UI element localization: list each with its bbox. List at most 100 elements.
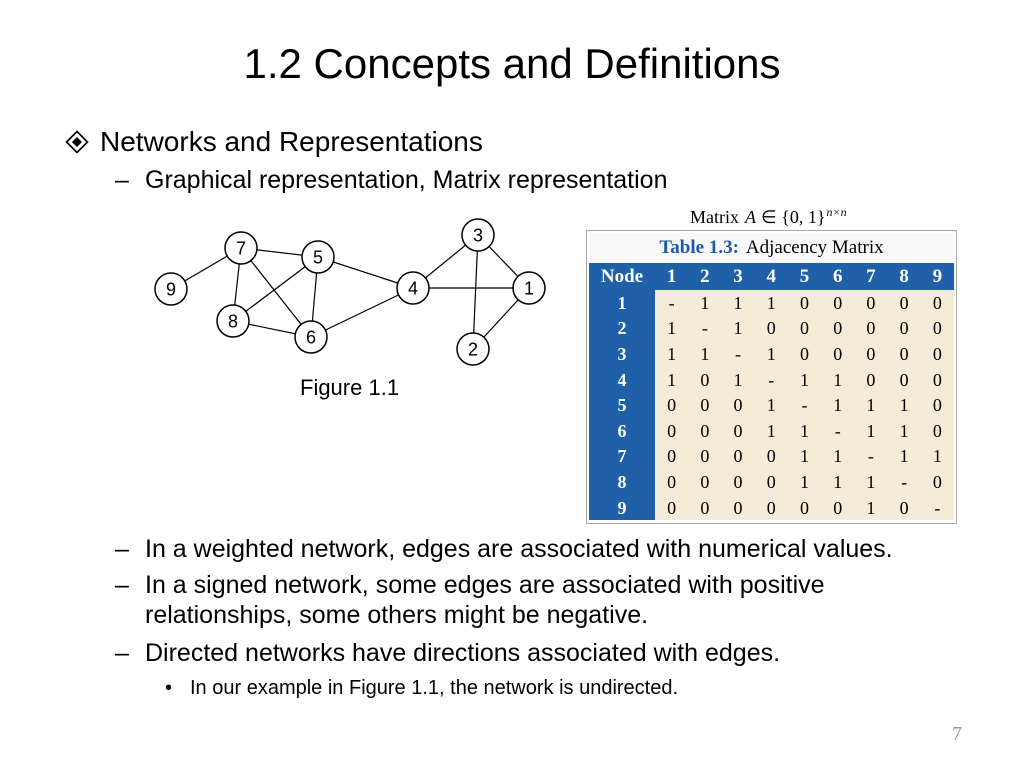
matrix-cell: 0 bbox=[887, 366, 921, 393]
bullet-text: Networks and Representations bbox=[100, 126, 483, 157]
sub-bullet-signed: – In a signed network, some edges are as… bbox=[115, 570, 825, 630]
matrix-cell: 0 bbox=[655, 392, 689, 418]
dot-marker: • bbox=[165, 677, 173, 699]
node-circle bbox=[224, 231, 258, 265]
text-line: Directed networks have directions associ… bbox=[145, 639, 781, 667]
matrix-cell: - bbox=[688, 315, 722, 342]
node-1: 1 bbox=[512, 271, 546, 305]
matrix-cell: - bbox=[721, 341, 755, 367]
matrix-cell: 0 bbox=[721, 417, 755, 444]
matrix-cell: - bbox=[887, 469, 921, 495]
matrix-caption-set: ∈ {0, 1} bbox=[761, 207, 826, 227]
matrix-cell: 0 bbox=[688, 392, 722, 418]
matrix-caption-exponent: n×n bbox=[826, 205, 847, 219]
matrix-cell: 0 bbox=[787, 494, 822, 521]
table-title-row: Table 1.3:Adjacency Matrix bbox=[589, 233, 954, 263]
matrix-cell: 0 bbox=[787, 315, 822, 342]
sub-bullet-text: Directed networks have directions associ… bbox=[145, 638, 780, 668]
matrix-cell: 1 bbox=[754, 290, 788, 316]
matrix-cell: - bbox=[854, 443, 888, 470]
matrix-cell: 0 bbox=[787, 341, 822, 367]
node-7: 7 bbox=[224, 231, 258, 265]
matrix-cell: 1 bbox=[754, 392, 788, 418]
matrix-header-col: 6 bbox=[832, 266, 843, 287]
matrix-cell: 0 bbox=[754, 494, 788, 521]
matrix-cell: 1 bbox=[721, 290, 755, 316]
matrix-cell: 1 bbox=[655, 366, 689, 393]
matrix-cell: 1 bbox=[655, 341, 689, 367]
dash-marker: – bbox=[115, 535, 129, 563]
matrix-cell: 0 bbox=[721, 469, 755, 495]
node-label: 6 bbox=[306, 327, 316, 347]
matrix-cell: - bbox=[754, 366, 788, 393]
matrix-cell: 0 bbox=[920, 417, 954, 444]
node-circle bbox=[154, 272, 188, 306]
matrix-cell: 0 bbox=[655, 494, 689, 521]
matrix-cell: 1 bbox=[887, 443, 921, 470]
matrix-cell: 0 bbox=[920, 290, 954, 316]
matrix-cell: 0 bbox=[655, 443, 689, 470]
matrix-cell: 1 bbox=[655, 315, 689, 342]
matrix-cell: 0 bbox=[821, 315, 855, 342]
matrix-cell: 0 bbox=[854, 315, 888, 342]
matrix-cell: 1 bbox=[721, 366, 755, 393]
matrix-cell: 0 bbox=[721, 443, 755, 470]
matrix-caption-prefix: Matrix bbox=[690, 207, 739, 227]
matrix-cell: 1 bbox=[821, 469, 855, 495]
matrix-cell: 1 bbox=[688, 290, 722, 316]
matrix-cell: 1 bbox=[787, 417, 822, 444]
node-circle bbox=[301, 240, 335, 274]
matrix-cell: 1 bbox=[787, 366, 822, 393]
text-line: In a signed network, some edges are asso… bbox=[145, 571, 825, 599]
text-line: relationships, some others might be nega… bbox=[145, 601, 649, 629]
matrix-cell: 1 bbox=[854, 494, 888, 521]
node-label: 5 bbox=[313, 247, 323, 267]
matrix-cell: 0 bbox=[887, 341, 921, 367]
node-6: 6 bbox=[294, 320, 328, 354]
matrix-row-header: 1 bbox=[589, 290, 655, 316]
matrix-cell: 1 bbox=[854, 392, 888, 418]
matrix-cell: 1 bbox=[754, 417, 788, 444]
edge-6-7 bbox=[240, 247, 312, 338]
matrix-cell: 0 bbox=[655, 417, 689, 444]
node-circle bbox=[456, 332, 490, 366]
node-circle bbox=[512, 271, 546, 305]
figure-caption: Figure 1.1 bbox=[300, 375, 400, 400]
matrix-header-col: 8 bbox=[899, 266, 909, 287]
sub-bullet-representations: – Graphical representation, Matrix repre… bbox=[115, 165, 668, 195]
matrix-header-col: 1 bbox=[666, 266, 677, 287]
matrix-cell: 1 bbox=[821, 443, 855, 470]
node-label: 2 bbox=[468, 339, 478, 359]
bullet-networks-and-representations: Networks and Representations bbox=[65, 125, 483, 159]
matrix-cell: 0 bbox=[854, 290, 888, 316]
matrix-cell: 0 bbox=[821, 494, 855, 521]
node-circle bbox=[294, 320, 328, 354]
matrix-header-col: 7 bbox=[866, 266, 876, 287]
node-2: 2 bbox=[456, 332, 490, 366]
matrix-cell: 0 bbox=[821, 341, 855, 367]
edge-4-6 bbox=[310, 287, 414, 338]
matrix-cell: 0 bbox=[688, 443, 722, 470]
node-5: 5 bbox=[301, 240, 335, 274]
node-circle bbox=[216, 304, 250, 338]
matrix-header-col: 4 bbox=[766, 266, 777, 287]
matrix-cell: 0 bbox=[655, 469, 689, 495]
third-level-text: In our example in Figure 1.1, the networ… bbox=[190, 677, 679, 699]
matrix-row-header: 8 bbox=[589, 469, 655, 495]
matrix-cell: 0 bbox=[754, 315, 788, 342]
node-label: 1 bbox=[524, 278, 534, 298]
matrix-cell: 0 bbox=[920, 341, 954, 367]
matrix-cell: 1 bbox=[887, 417, 921, 444]
matrix-cell: - bbox=[787, 392, 822, 418]
matrix-header-col: 9 bbox=[932, 266, 943, 287]
